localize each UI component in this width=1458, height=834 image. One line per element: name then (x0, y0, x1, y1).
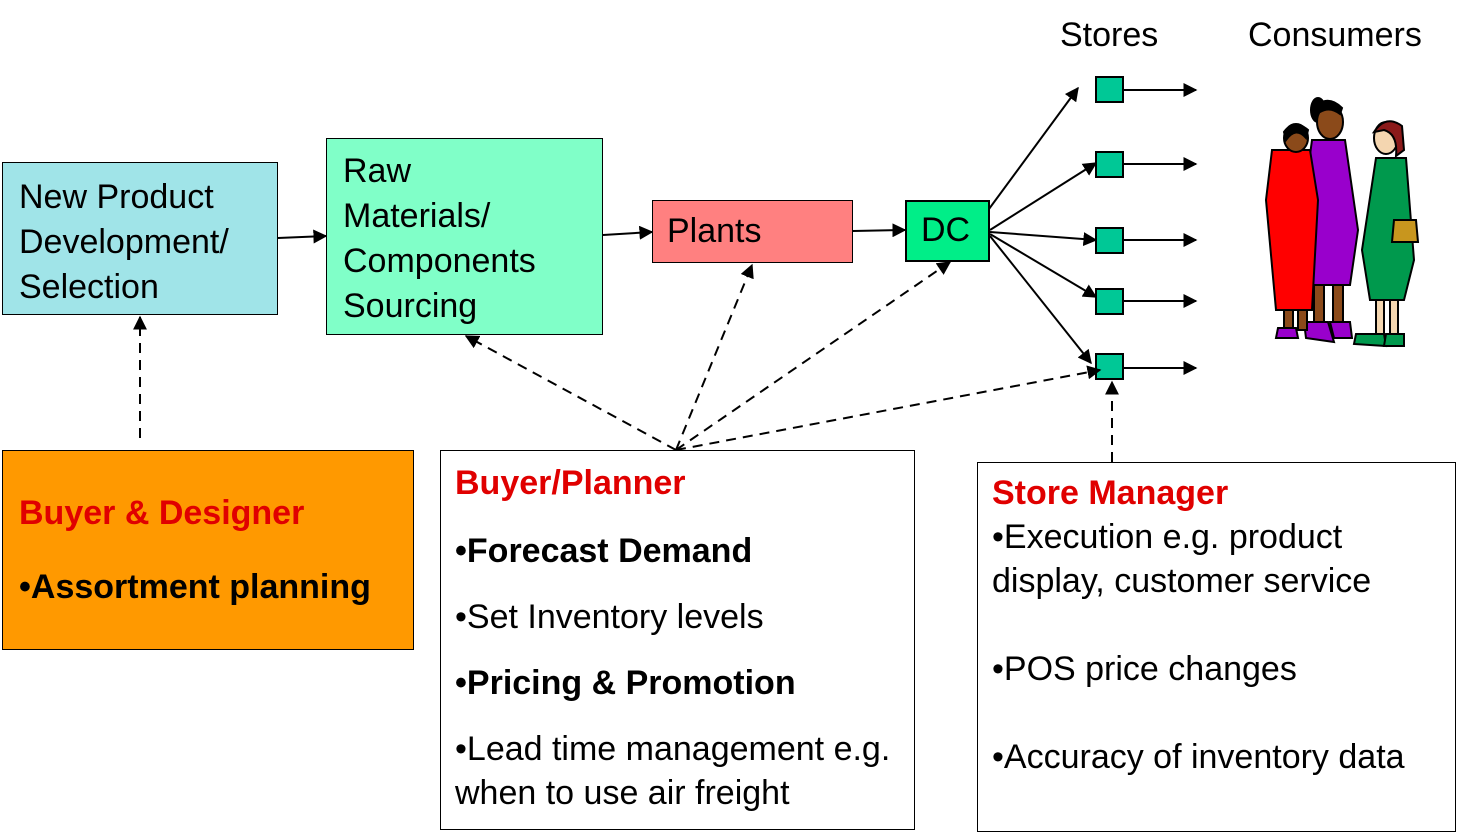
store-square-2 (1095, 151, 1124, 178)
store-manager-box: Store Manager •Execution e.g. product di… (977, 462, 1456, 832)
arrow-npd-to-sourcing (277, 229, 328, 244)
inventory-accuracy-item: •Accuracy of inventory data (992, 738, 1405, 776)
buyer-designer-box: Buyer & Designer •Assortment planning (2, 450, 414, 650)
dashed-arrow-planner-to-store (675, 365, 1102, 451)
npd-line-2: Development/ (19, 223, 229, 261)
sourcing-line-4: Sourcing (343, 287, 478, 325)
plants-label: Plants (667, 212, 762, 250)
arrow-dc-to-store-2 (989, 162, 1098, 231)
store-manager-title: Store Manager (992, 474, 1229, 512)
sourcing-line-3: Components (343, 242, 536, 280)
dashed-arrow-planner-to-sourcing (464, 335, 677, 451)
consumers-label: Consumers (1248, 16, 1422, 54)
consumer-green-figure (1352, 120, 1420, 348)
arrow-dc-to-store-3 (989, 231, 1098, 247)
sourcing-line-2: Materials/ (343, 197, 491, 235)
dashed-arrow-planner-to-plants (675, 263, 754, 451)
role-arrows (133, 261, 1119, 462)
buyer-planner-title: Buyer/Planner (455, 464, 686, 502)
assortment-planning-item: •Assortment planning (19, 568, 371, 606)
consumer-red-figure (1264, 123, 1320, 339)
sourcing-line-1: Raw (343, 152, 412, 190)
execution-item: •Execution e.g. product display, custome… (992, 518, 1372, 600)
lead-time-management-item: •Lead time management e.g. when to use a… (455, 730, 891, 812)
store-square-4 (1095, 288, 1124, 315)
npd-line-1: New Product (19, 178, 214, 216)
pos-price-changes-item: •POS price changes (992, 650, 1297, 688)
arrow-dc-to-store-4 (989, 233, 1098, 298)
store-square-3 (1095, 227, 1124, 254)
sourcing-box: Raw Materials/ Components Sourcing (326, 138, 603, 335)
arrow-dc-to-store-1 (974, 86, 1079, 229)
npd-line-3: Selection (19, 268, 159, 306)
set-inventory-levels-item: •Set Inventory levels (455, 598, 764, 636)
arrow-sourcing-to-plants (602, 225, 654, 240)
dc-label: DC (921, 211, 971, 249)
flow-arrows (277, 83, 1198, 375)
dashed-arrow-planner-to-dc (675, 261, 952, 451)
stores-label: Stores (1060, 16, 1159, 54)
store-square-1 (1095, 76, 1124, 103)
forecast-demand-item: •Forecast Demand (455, 532, 753, 570)
plants-box: Plants (652, 200, 853, 263)
store-square-5 (1095, 353, 1124, 380)
pricing-promotion-item: •Pricing & Promotion (455, 664, 796, 702)
store-squares (1095, 76, 1124, 380)
arrow-dc-to-store-5 (989, 235, 1092, 365)
arrow-plants-to-dc (852, 223, 907, 238)
new-product-development-box: New Product Development/ Selection (2, 162, 278, 315)
buyer-planner-box: Buyer/Planner •Forecast Demand •Set Inve… (440, 450, 915, 830)
dc-box: DC (905, 200, 990, 262)
consumers-illustration (1264, 97, 1420, 348)
buyer-designer-title: Buyer & Designer (19, 494, 305, 532)
